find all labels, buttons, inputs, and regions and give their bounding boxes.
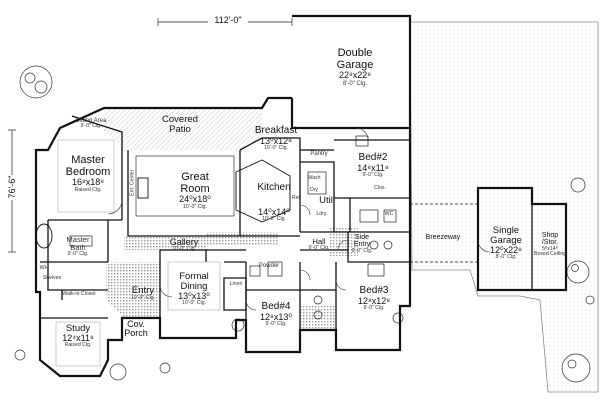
ent-center-note: Ent. Center bbox=[129, 169, 136, 196]
wc-note: WC bbox=[384, 211, 394, 217]
fixtures bbox=[69, 135, 397, 320]
shelves-note: Shelves bbox=[42, 275, 62, 281]
kitchen-label: Kitchen bbox=[257, 182, 291, 193]
master-bedroom-label: Master Bedroom 16⁸x18⁸ Raised Clg. bbox=[65, 154, 111, 193]
kitchen-dims: 14⁰x14⁰ 10'-0" Clg. bbox=[258, 207, 290, 223]
util-label: Util bbox=[319, 195, 333, 206]
wash-note: Wash bbox=[307, 175, 321, 181]
double-garage-label: Double Garage 22⁸x22⁸ 8'-0" Clg. bbox=[336, 47, 374, 87]
ceiling-marks bbox=[55, 139, 221, 367]
clos-note: Clos. bbox=[374, 185, 386, 191]
formal-dining-label: Formal Dining 13⁰x13⁰ 10'-0" Clg. bbox=[178, 271, 210, 307]
hall-label: Hall 9'-0" Clg. bbox=[308, 237, 330, 251]
exterior-walls bbox=[34, 14, 568, 378]
doors bbox=[107, 127, 491, 311]
sitting-area-label: Sitting Area 9'-0" Clg. bbox=[75, 118, 107, 130]
interior-walls bbox=[35, 115, 533, 330]
entry-label: Entry 10'-0" Clg. bbox=[131, 285, 155, 301]
ldry-note: Ldry. bbox=[316, 211, 328, 217]
side-entry-label: Side Entry 9'-0" Clg. bbox=[351, 234, 373, 254]
breezeway-label: Breezeway bbox=[425, 234, 461, 241]
width-dimension: 112'-0" bbox=[214, 15, 242, 25]
driveway bbox=[409, 21, 599, 393]
dry-note: Dry bbox=[309, 187, 319, 193]
breakfast-label: Breakfast 13⁰x12⁸ 10'-0" Clg. bbox=[254, 125, 298, 151]
wh-note: WH bbox=[39, 265, 49, 271]
bed2-label: Bed#2 14⁸x11⁸ 9'-0" Clg. bbox=[357, 152, 389, 178]
bed3-label: Bed#3 12⁸x12⁸ 9'-0" Clg. bbox=[357, 285, 391, 311]
study-label: Study 12⁴x11⁸ Raised Clg. bbox=[62, 323, 94, 349]
covered-patio-label: Covered Patio bbox=[162, 114, 198, 135]
shop-stor-label: Shop /Stor. 5⁸x14⁸ Boxed Ceiling bbox=[534, 232, 567, 258]
single-garage-label: Single Garage 12⁰x22⁸ 8'-0" Clg. bbox=[490, 225, 522, 261]
linen-note: Linen bbox=[229, 281, 243, 287]
gallery-label: Gallery 10'-0" Clg. bbox=[169, 237, 199, 253]
dimension-lines bbox=[8, 18, 293, 253]
tile-floors bbox=[106, 228, 358, 330]
walk-in-closet-note: Walk-in Closet bbox=[62, 291, 96, 297]
ref-note: Ref bbox=[291, 195, 301, 201]
great-room-label: Great Room 24⁰x18⁰ 10'-0" Clg. bbox=[179, 171, 211, 210]
master-bath-label: Master Bath 9'-0" Clg. bbox=[66, 235, 90, 257]
bed4-label: Bed#4 12⁸x13⁰ 9'-0" Clg. bbox=[260, 301, 292, 327]
depth-dimension: 76'-6" bbox=[7, 175, 17, 199]
pantry-label: Pantry bbox=[310, 151, 328, 157]
powder-label: Powder bbox=[258, 263, 280, 269]
cov-porch-label: Cov. Porch bbox=[124, 319, 148, 339]
